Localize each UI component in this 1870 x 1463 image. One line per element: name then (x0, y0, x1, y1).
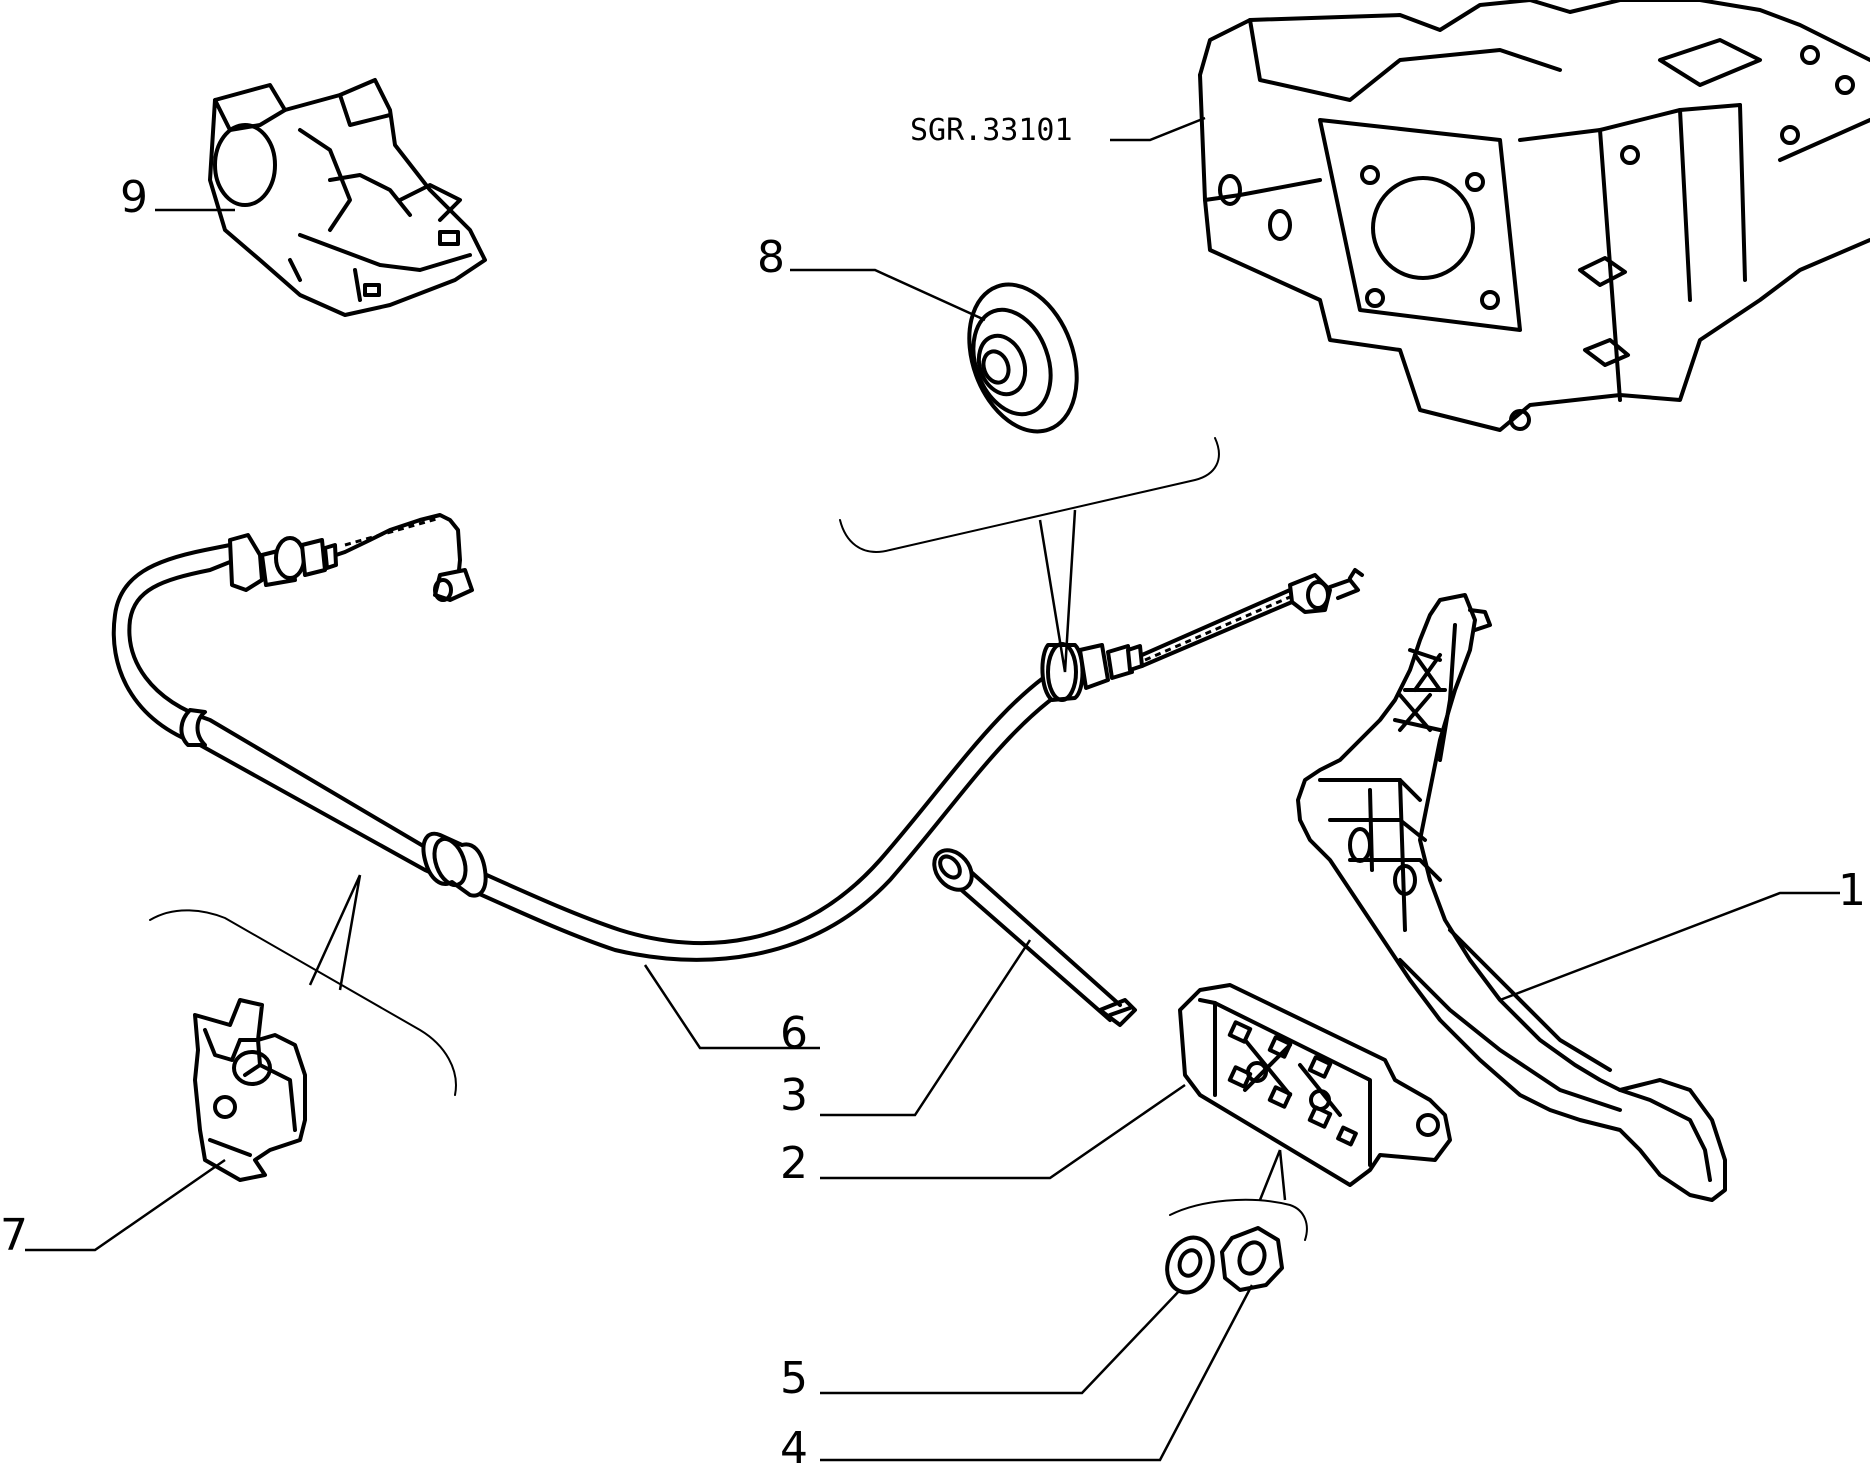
callout-1: 1 (1838, 865, 1866, 916)
cable-clip-7 (193, 998, 307, 1182)
callout-5: 5 (780, 1353, 808, 1404)
reference-label: SGR.33101 (910, 113, 1073, 148)
callout-2: 2 (780, 1138, 808, 1189)
callout-9: 9 (120, 172, 148, 223)
washer-5 (1165, 1235, 1215, 1295)
callout-8: 8 (757, 232, 785, 283)
cable-mid-grommet (421, 831, 488, 898)
leader-lines (25, 116, 1840, 1462)
cable-end-fitting-right (1040, 568, 1364, 702)
accelerator-cable-6 (111, 513, 1364, 962)
pin-3 (932, 848, 1137, 1027)
callout-6: 6 (780, 1008, 808, 1059)
accelerator-pedal-1 (1296, 593, 1727, 1202)
pedal-plate-2 (1178, 983, 1452, 1187)
nut-4 (1220, 1226, 1284, 1292)
cable-end-fitting-left (228, 513, 474, 602)
callout-3: 3 (780, 1070, 808, 1121)
cable-support-clip-9 (208, 78, 487, 317)
callout-4: 4 (780, 1423, 808, 1463)
callout-7: 7 (0, 1210, 28, 1261)
grommet-8 (967, 282, 1079, 434)
pedal-bracket-assembly (1198, 0, 1870, 432)
callout-labels: SGR.33101 1 2 3 4 5 6 7 8 9 (0, 113, 1866, 1463)
section-break-curves (149, 437, 1308, 1241)
